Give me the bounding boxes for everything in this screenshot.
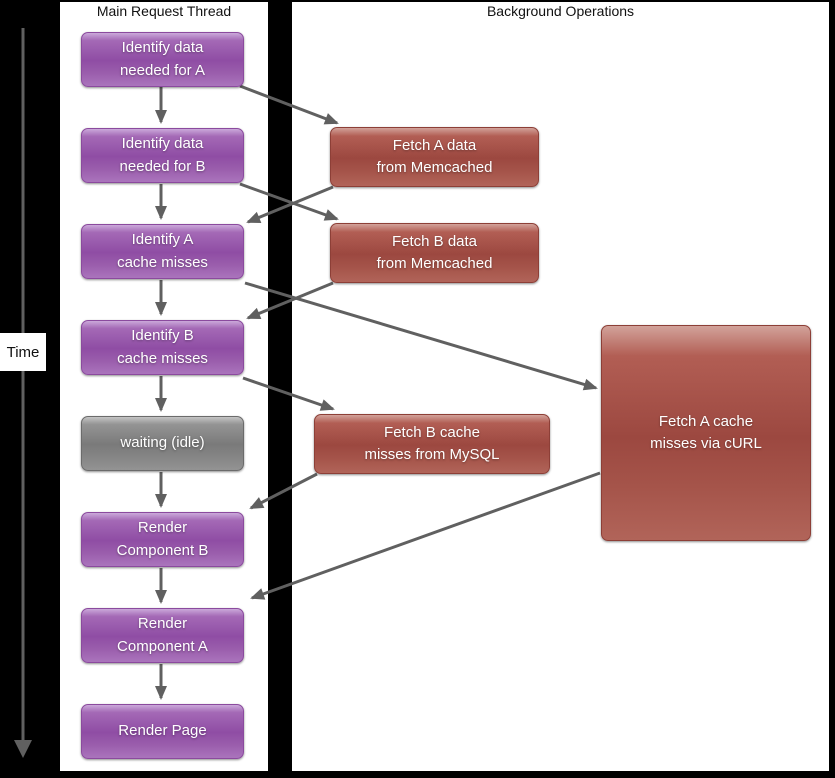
arrow-fetch-a-memcached-to-identify-a-misses (246, 185, 334, 224)
node-fetch-a-curl: Fetch A cache misses via cURL (601, 325, 811, 541)
node-label: Fetch A cache (658, 412, 754, 430)
arrow-identify-b-misses-to-fetch-b-mysql (242, 376, 335, 411)
node-render-component-b: Render Component B (81, 512, 244, 567)
node-label: Fetch B data (391, 232, 478, 250)
arrow-identify-a-misses-to-fetch-a-curl (244, 281, 598, 391)
node-label: cache misses (117, 253, 208, 271)
node-render-page: Render Page (81, 704, 244, 759)
node-label: from Memcached (376, 159, 493, 176)
node-identify-a-cache-misses: Identify A cache misses (81, 224, 244, 279)
node-render-component-a: Render Component A (81, 608, 244, 663)
node-fetch-b-mysql: Fetch B cache misses from MySQL (314, 414, 550, 474)
node-label: Fetch B cache (384, 423, 480, 441)
node-label: needed for B (119, 157, 206, 175)
node-label: Render (137, 519, 188, 536)
node-label: Component A (117, 637, 208, 655)
node-fetch-b-memcached: Fetch B data from Memcached (330, 223, 539, 283)
node-label: Fetch A data (392, 136, 477, 154)
node-label: misses via cURL (650, 435, 762, 452)
node-identify-data-a: Identify data needed for A (81, 32, 244, 87)
arrow-identify-a-to-fetch-a-memcached (239, 84, 339, 125)
node-label: needed for A (119, 61, 206, 79)
time-axis-arrowhead-icon (14, 740, 32, 758)
arrow-fetch-a-curl-to-render-a (250, 471, 601, 600)
node-label: misses from MySQL (364, 446, 500, 463)
node-identify-data-b: Identify data needed for B (81, 128, 244, 183)
background-ops-title: Background Operations (486, 3, 635, 19)
node-label: Identify B (131, 327, 194, 344)
node-fetch-a-memcached: Fetch A data from Memcached (330, 127, 539, 187)
node-waiting-idle: waiting (idle) (81, 416, 244, 471)
node-label: waiting (idle) (120, 434, 205, 452)
node-label: Identify data (121, 135, 204, 152)
time-axis-label: Time (0, 333, 46, 371)
node-label: cache misses (117, 349, 208, 367)
main-thread-title: Main Request Thread (96, 3, 232, 19)
node-identify-b-cache-misses: Identify B cache misses (81, 320, 244, 375)
node-label: Render Page (118, 722, 207, 740)
arrow-identify-b-to-fetch-b-memcached (239, 182, 339, 221)
node-label: Identify A (131, 231, 194, 248)
node-label: Component B (116, 541, 209, 559)
arrow-fetch-b-mysql-to-render-b (249, 472, 318, 510)
arrow-fetch-b-memcached-to-identify-b-misses (246, 281, 334, 320)
node-label: from Memcached (376, 255, 493, 272)
node-label: Identify data (121, 39, 204, 56)
node-label: Render (137, 615, 188, 632)
